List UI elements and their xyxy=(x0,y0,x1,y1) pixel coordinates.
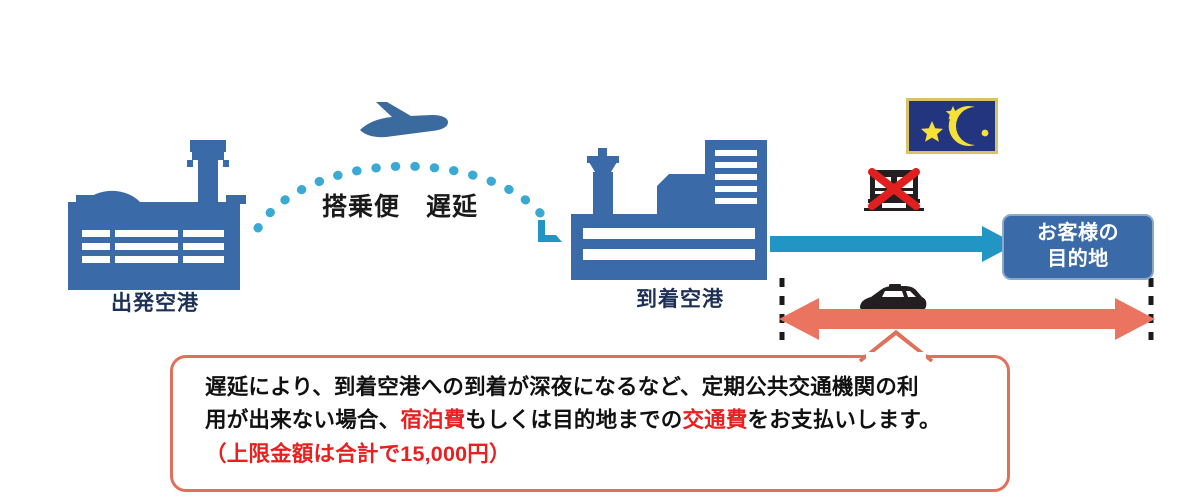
callout-line-2: 用が出来ない場合、宿泊費もしくは目的地までの交通費をお支払いします。 xyxy=(205,404,1005,437)
callout-highlight-lodging: 宿泊費 xyxy=(400,408,466,433)
destination-line-1: お客様の xyxy=(1037,222,1119,245)
departure-airport-label: 出発空港 xyxy=(111,292,199,315)
callout-line-1-text: 遅延により、到着空港への到着が深夜になるなど、定期公共交通機関の利 xyxy=(205,375,919,399)
flight-delay-label: 搭乗便 遅延 xyxy=(322,193,479,221)
train-unavailable-icon xyxy=(864,168,924,211)
night-sky-moon-stars-icon xyxy=(906,98,998,154)
departure-airport-icon xyxy=(68,140,246,290)
callout-line-3: （上限金額は合計で15,000円） xyxy=(205,441,511,466)
red-double-arrow-icon xyxy=(779,298,1155,340)
callout-pointer-mask xyxy=(866,352,926,360)
callout-line-2-c: もしくは目的地までの xyxy=(465,408,683,433)
callout-line-2-a: 用が出来ない場合、 xyxy=(205,408,401,433)
arrival-airport-icon xyxy=(571,140,767,280)
dotted-flight-path-icon xyxy=(253,161,555,233)
landing-chevron-icon xyxy=(538,220,562,242)
callout-box xyxy=(170,355,1010,492)
airplane-icon xyxy=(360,102,448,138)
callout-line-1: 遅延により、到着空港への到着が深夜になるなど、定期公共交通機関の利 xyxy=(205,371,1005,404)
destination-line-2: 目的地 xyxy=(1047,248,1109,270)
callout-highlight-transport: 交通費 xyxy=(682,408,748,433)
taxi-car-icon xyxy=(860,284,927,314)
callout-line-2-e: をお支払いします。 xyxy=(747,408,941,433)
arrival-airport-label: 到着空港 xyxy=(636,288,724,311)
blue-right-arrow-icon xyxy=(770,226,1016,262)
callout-text: 遅延により、到着空港への到着が深夜になるなど、定期公共交通機関の利 用が出来ない… xyxy=(205,371,1005,471)
customer-destination-box: お客様の 目的地 xyxy=(1002,214,1154,280)
